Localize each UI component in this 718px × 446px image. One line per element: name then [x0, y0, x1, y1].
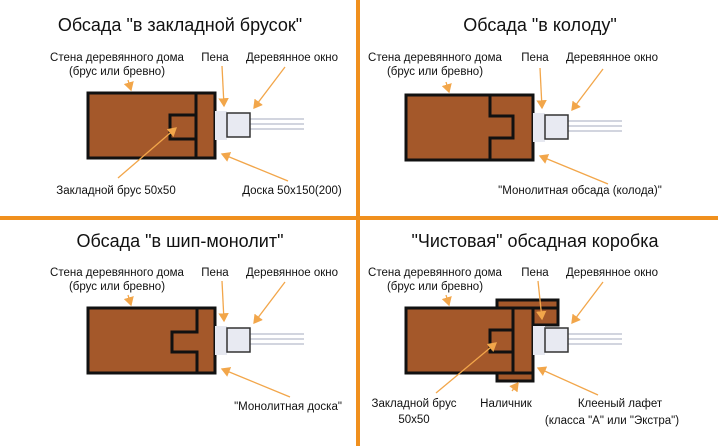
trim-label: Наличник	[480, 398, 533, 410]
panel-zakladnoy-brusok: Обсада "в закладной брусок" Стена деревя…	[50, 15, 342, 197]
panel-title: "Чистовая" обсадная коробка	[411, 231, 659, 251]
wall-section	[86, 91, 217, 160]
wall-section	[404, 67, 623, 185]
wall-section	[86, 280, 305, 398]
foam-label: Пена	[201, 267, 229, 279]
wall-label-sub: (брус или бревно)	[387, 281, 483, 293]
panel-v-kolodu: Обсада "в колоду" Стена деревянного дома…	[368, 15, 662, 197]
vertical-divider	[356, 0, 360, 446]
wall-label-sub: (брус или бревно)	[387, 66, 483, 78]
wall-section	[404, 280, 623, 396]
insert-beam-label: Закладной брус	[372, 398, 457, 410]
window-label: Деревянное окно	[566, 267, 658, 279]
wall-label-sub: (брус или бревно)	[69, 281, 165, 293]
glued-beam-label: Клееный лафет	[578, 398, 663, 410]
insert-beam-size-label: 50х50	[398, 414, 429, 426]
foam-label: Пена	[521, 52, 549, 64]
glued-beam-class-label: (класса "А" или "Экстра")	[545, 415, 679, 427]
panel-title: Обсада "в шип-монолит"	[77, 231, 284, 251]
wall-label: Стена деревянного дома	[50, 267, 185, 279]
insert-beam-label: Закладной брус 50х50	[56, 185, 175, 197]
window-label: Деревянное окно	[246, 52, 338, 64]
wall-label: Стена деревянного дома	[368, 267, 503, 279]
panel-chistovaya-korobka: "Чистовая" обсадная коробка Стена деревя…	[368, 231, 679, 427]
panel-v-ship-monolit: Обсада "в шип-монолит" Стена деревянного…	[50, 231, 342, 413]
window-frame-icon	[214, 110, 305, 141]
monolith-board-label: "Монолитная доска"	[234, 401, 342, 413]
wall-label: Стена деревянного дома	[50, 52, 185, 64]
foam-label: Пена	[521, 267, 549, 279]
window-label: Деревянное окно	[246, 267, 338, 279]
horizontal-divider	[0, 216, 718, 220]
wall-label-sub: (брус или бревно)	[69, 66, 165, 78]
window-label: Деревянное окно	[566, 52, 658, 64]
wall-label: Стена деревянного дома	[368, 52, 503, 64]
panel-title: Обсада "в колоду"	[463, 15, 617, 35]
foam-label: Пена	[201, 52, 229, 64]
board-label: Доска 50х150(200)	[242, 185, 342, 197]
monolith-casing-label: "Монолитная обсада (колода)"	[498, 185, 662, 197]
panel-title: Обсада "в закладной брусок"	[58, 15, 302, 35]
